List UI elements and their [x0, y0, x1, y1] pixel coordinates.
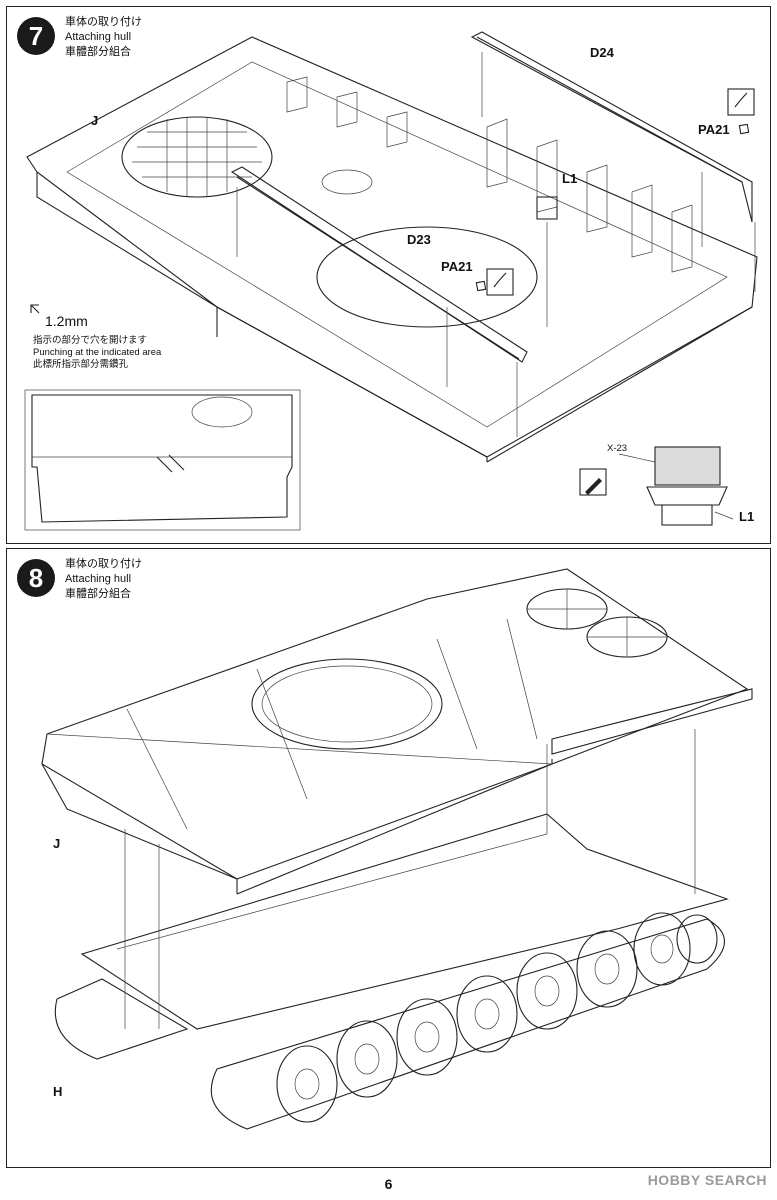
drill-note-cn: 此標所指示部分需鑽孔 — [33, 359, 129, 370]
watermark: HOBBY SEARCH — [647, 1172, 767, 1188]
step-title-cn: 車體部分組合 — [65, 588, 131, 600]
step-title: 車体の取り付け Attaching hull 車體部分組合 — [65, 557, 142, 602]
drill-size: 1.2mm — [45, 313, 88, 329]
step-title-jp: 車体の取り付け — [65, 558, 142, 570]
step-title: 車体の取り付け Attaching hull 車體部分組合 — [65, 15, 142, 60]
drill-note-jp: 指示の部分で穴を開けます — [33, 335, 148, 346]
part-label-l1: L1 — [562, 171, 578, 186]
step-title-en: Attaching hull — [65, 31, 132, 43]
part-label-j: J — [53, 836, 61, 851]
step-title-en: Attaching hull — [65, 573, 132, 585]
step-title-jp: 車体の取り付け — [65, 16, 142, 28]
part-label-j: J — [91, 113, 99, 128]
upper-hull-drawing — [41, 568, 753, 1130]
step-7-panel: 7 車体の取り付け Attaching hull 車體部分組合 — [6, 6, 771, 544]
drill-note-en: Punching at the indicated area — [33, 347, 162, 358]
drill-note: 指示の部分で穴を開けます Punching at the indicated a… — [33, 335, 161, 371]
part-label-pa21-top: PA21 — [698, 122, 730, 137]
step-number-badge: 8 — [17, 559, 55, 597]
part-label-pa21-mid: PA21 — [441, 259, 473, 274]
step-title-cn: 車體部分組合 — [65, 46, 131, 58]
lower-hull-drawing — [24, 31, 758, 531]
paint-code-x23: X-23 — [607, 443, 628, 454]
part-label-d24: D24 — [590, 45, 614, 60]
step-number-badge: 7 — [17, 17, 55, 55]
part-label-l1-detail: L1 — [739, 509, 755, 524]
step-8-panel: 8 車体の取り付け Attaching hull 車體部分組合 — [6, 548, 771, 1168]
page-number: 6 — [384, 1176, 393, 1192]
part-label-d23: D23 — [407, 232, 431, 247]
part-label-h: H — [53, 1084, 63, 1099]
